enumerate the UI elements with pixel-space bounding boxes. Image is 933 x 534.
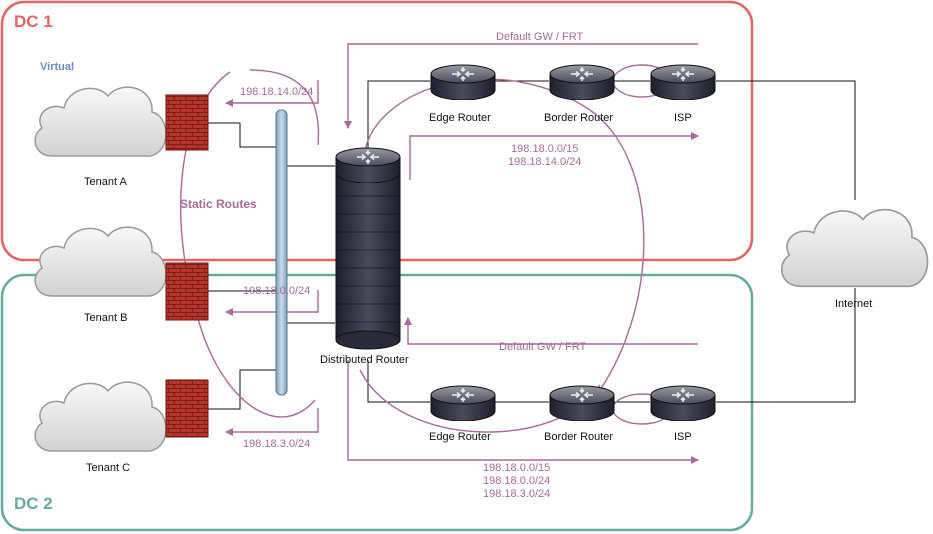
tenant-c-label: Tenant C (86, 462, 131, 474)
cloud-icon (34, 86, 167, 157)
dc2-advertised-routes: 198.18.0.0/15 198.18.0.0/24 198.18.3.0/2… (483, 462, 550, 501)
static-routes-label: Static Routes (180, 197, 257, 211)
dc2-adv-route: 198.18.3.0/24 (483, 488, 551, 500)
dc2-edge-router-label: Edge Router (429, 431, 491, 443)
router-icon (650, 64, 716, 100)
distributed-router-icon (335, 147, 401, 350)
dc2-title: DC 2 (14, 494, 53, 513)
dc1-isp-label: ISP (674, 112, 692, 124)
firewall-icon (165, 262, 209, 321)
dc1-adv-route: 198.18.0.0/15 (511, 143, 579, 155)
tenant-c-route-label: 198.18.3.0/24 (243, 438, 311, 450)
router-icon (549, 385, 615, 421)
dc1-edge-router-label: Edge Router (429, 112, 491, 124)
cloud-icon (34, 381, 167, 452)
internet-label: Internet (835, 298, 873, 310)
switch-bar (275, 109, 288, 396)
default-gw-top-label: Default GW / FRT (496, 31, 584, 43)
connection-lines (208, 80, 856, 410)
dc2-adv-route: 198.18.0.0/15 (483, 462, 551, 474)
tenant-a-label: Tenant A (84, 176, 127, 188)
tenant-b-label: Tenant B (84, 312, 128, 324)
dc2-border-router-label: Border Router (544, 431, 614, 443)
cloud-icon (34, 226, 167, 297)
dc1-adv-route: 198.18.14.0/24 (508, 156, 582, 168)
cloud-icon (780, 208, 929, 288)
dc1-advertised-routes: 198.18.0.0/15 198.18.14.0/24 (508, 143, 581, 169)
router-icon (430, 385, 496, 421)
dc1-title: DC 1 (14, 12, 53, 31)
dc2-adv-route: 198.18.0.0/24 (483, 475, 551, 487)
firewall-icon (165, 379, 209, 438)
tenant-a-route-label: 198.18.14.0/24 (240, 86, 314, 98)
router-icon (430, 64, 496, 100)
tenant-b-route-label: 198.18.0.0/24 (243, 285, 311, 297)
firewall-icon (165, 94, 209, 151)
virtual-label: Virtual (40, 61, 75, 73)
distributed-router-label: Distributed Router (320, 354, 409, 366)
router-icon (549, 64, 615, 100)
router-icon (650, 385, 716, 421)
dc1-border-router-label: Border Router (544, 112, 614, 124)
default-gw-bottom-label: Default GW / FRT (499, 341, 587, 353)
dc2-isp-label: ISP (674, 431, 692, 443)
